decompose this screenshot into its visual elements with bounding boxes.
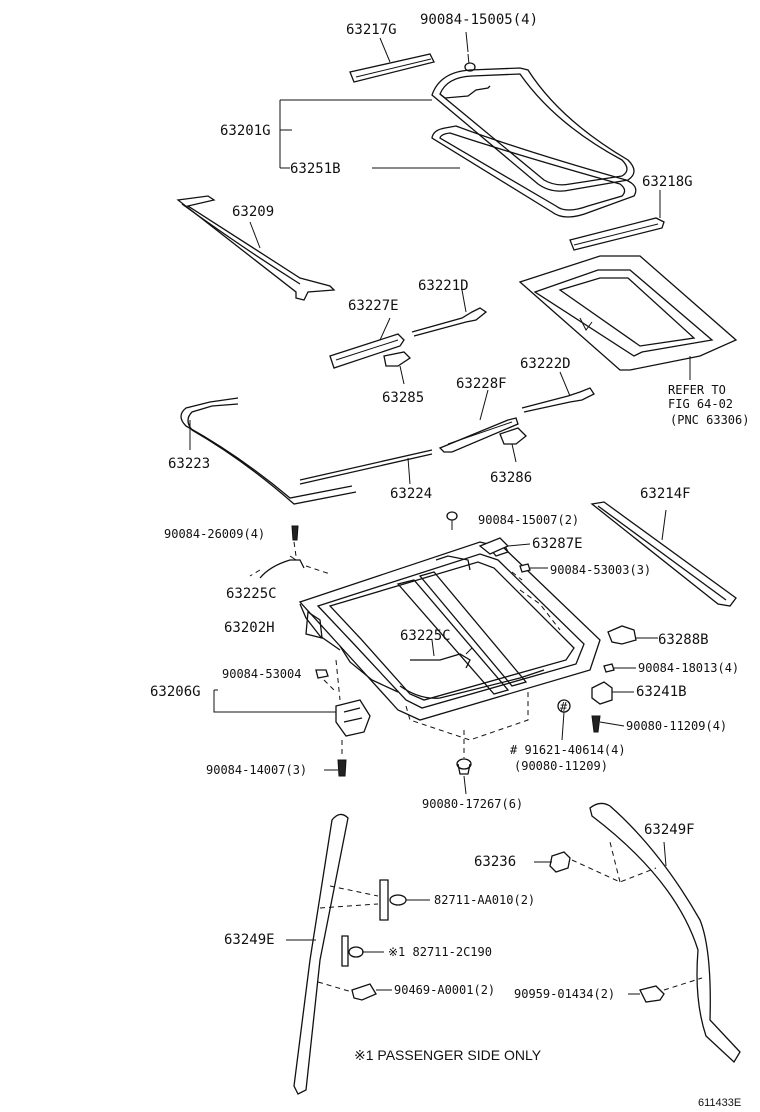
label-63223: 63223	[168, 456, 210, 472]
bolt-90084-14007[interactable]	[337, 759, 347, 777]
label-63241B: 63241B	[636, 684, 687, 700]
label-63285: 63285	[382, 390, 424, 406]
part-63228F-rail[interactable]	[438, 389, 519, 453]
label-63288B: 63288B	[658, 632, 709, 648]
part-63214F[interactable]	[590, 501, 737, 607]
clamp-82711-2C190[interactable]	[341, 935, 364, 967]
part-63236-clip[interactable]	[549, 851, 571, 873]
label-90080-11209: 90080-11209(4)	[626, 719, 727, 733]
part-63221D-cable[interactable]	[411, 289, 488, 337]
label-refer-line1: REFER TO	[668, 383, 726, 397]
label-90469-A0001: 90469-A0001(2)	[394, 983, 495, 997]
label-63227E: 63227E	[348, 298, 399, 314]
clip-90469-A0001[interactable]	[351, 983, 377, 1001]
marker-91621: #	[557, 699, 571, 741]
label-90084-18013: 90084-18013(4)	[638, 661, 739, 675]
label-90084-14007: 90084-14007(3)	[206, 763, 307, 777]
bolt-90084-15007[interactable]	[446, 511, 458, 530]
label-63202H: 63202H	[224, 620, 275, 636]
label-63236: 63236	[474, 854, 516, 870]
part-63249F-hose[interactable]	[589, 802, 741, 1064]
diagram-code: 611433E	[698, 1097, 741, 1109]
label-90084-53004: 90084-53004	[222, 667, 301, 681]
label-63221D: 63221D	[418, 278, 469, 294]
part-63209[interactable]	[176, 195, 336, 301]
part-63285[interactable]	[383, 351, 412, 385]
part-63225C-left-cable[interactable]	[259, 555, 305, 579]
part-63225C-right-cable[interactable]	[410, 647, 473, 669]
label-refer-line3: (PNC 63306)	[670, 413, 749, 427]
label-refer-line2: FIG 64-02	[668, 397, 733, 411]
label-63286: 63286	[490, 470, 532, 486]
label-90959-01434: 90959-01434(2)	[514, 987, 615, 1001]
label-90084-53003: 90084-53003(3)	[550, 563, 651, 577]
label-63217G: 63217G	[346, 22, 397, 38]
label-63249E: 63249E	[224, 932, 275, 948]
part-63251B-weatherstrip[interactable]	[431, 125, 637, 218]
label-63251B: 63251B	[290, 161, 341, 177]
label-63209: 63209	[232, 204, 274, 220]
part-63241B[interactable]	[591, 681, 613, 705]
part-63227E-rail[interactable]	[329, 317, 405, 369]
label-63206G: 63206G	[150, 684, 201, 700]
grommet-90080-17267[interactable]	[456, 758, 472, 775]
part-63224[interactable]	[299, 449, 433, 485]
label-91621-40614: # 91621-40614(4)	[510, 743, 626, 757]
headliner-panel-ref	[518, 255, 738, 371]
part-63286[interactable]	[499, 427, 527, 463]
part-63288B[interactable]	[607, 625, 637, 645]
label-63287E: 63287E	[532, 536, 583, 552]
screw-90084-18013[interactable]	[603, 663, 615, 673]
footnote-passenger-side: ※1 PASSENGER SIDE ONLY	[354, 1047, 542, 1063]
bolt-90084-15005[interactable]	[464, 53, 476, 72]
svg-text:#: #	[560, 700, 568, 714]
part-63206G-motor[interactable]	[335, 699, 371, 737]
bolt-90084-26009[interactable]	[291, 525, 299, 541]
label-90084-15005: 90084-15005(4)	[420, 12, 538, 28]
label-63224: 63224	[390, 486, 432, 502]
screw-90084-53004[interactable]	[315, 669, 329, 679]
label-63225C-left: 63225C	[226, 586, 277, 602]
label-63225C-right: 63225C	[400, 628, 451, 644]
label-63214F: 63214F	[640, 486, 691, 502]
label-90080-17267: 90080-17267(6)	[422, 797, 523, 811]
label-63222D: 63222D	[520, 356, 571, 372]
part-63217G[interactable]	[349, 53, 435, 83]
label-63218G: 63218G	[642, 174, 693, 190]
label-90080-11209-alt: (90080-11209)	[514, 759, 608, 773]
label-63201G: 63201G	[220, 123, 271, 139]
part-63222D-cable[interactable]	[521, 371, 595, 413]
label-63228F: 63228F	[456, 376, 507, 392]
label-90084-15007: 90084-15007(2)	[478, 513, 579, 527]
part-63249E-hose[interactable]	[293, 813, 349, 1095]
screw-90084-53003[interactable]	[519, 563, 531, 573]
part-63218G[interactable]	[569, 217, 665, 251]
label-63249F: 63249F	[644, 822, 695, 838]
part-63287E[interactable]	[478, 537, 510, 555]
screw-90080-11209[interactable]	[591, 715, 601, 733]
part-63201G-glass[interactable]	[431, 67, 635, 192]
clamp-82711-AA010[interactable]	[379, 879, 407, 921]
label-82711-2C190: ※1 82711-2C190	[388, 945, 492, 959]
label-90084-26009: 90084-26009(4)	[164, 527, 265, 541]
part-63223[interactable]	[180, 397, 357, 505]
label-82711-AA010: 82711-AA010(2)	[434, 893, 535, 907]
clip-90959-01434[interactable]	[639, 985, 665, 1003]
